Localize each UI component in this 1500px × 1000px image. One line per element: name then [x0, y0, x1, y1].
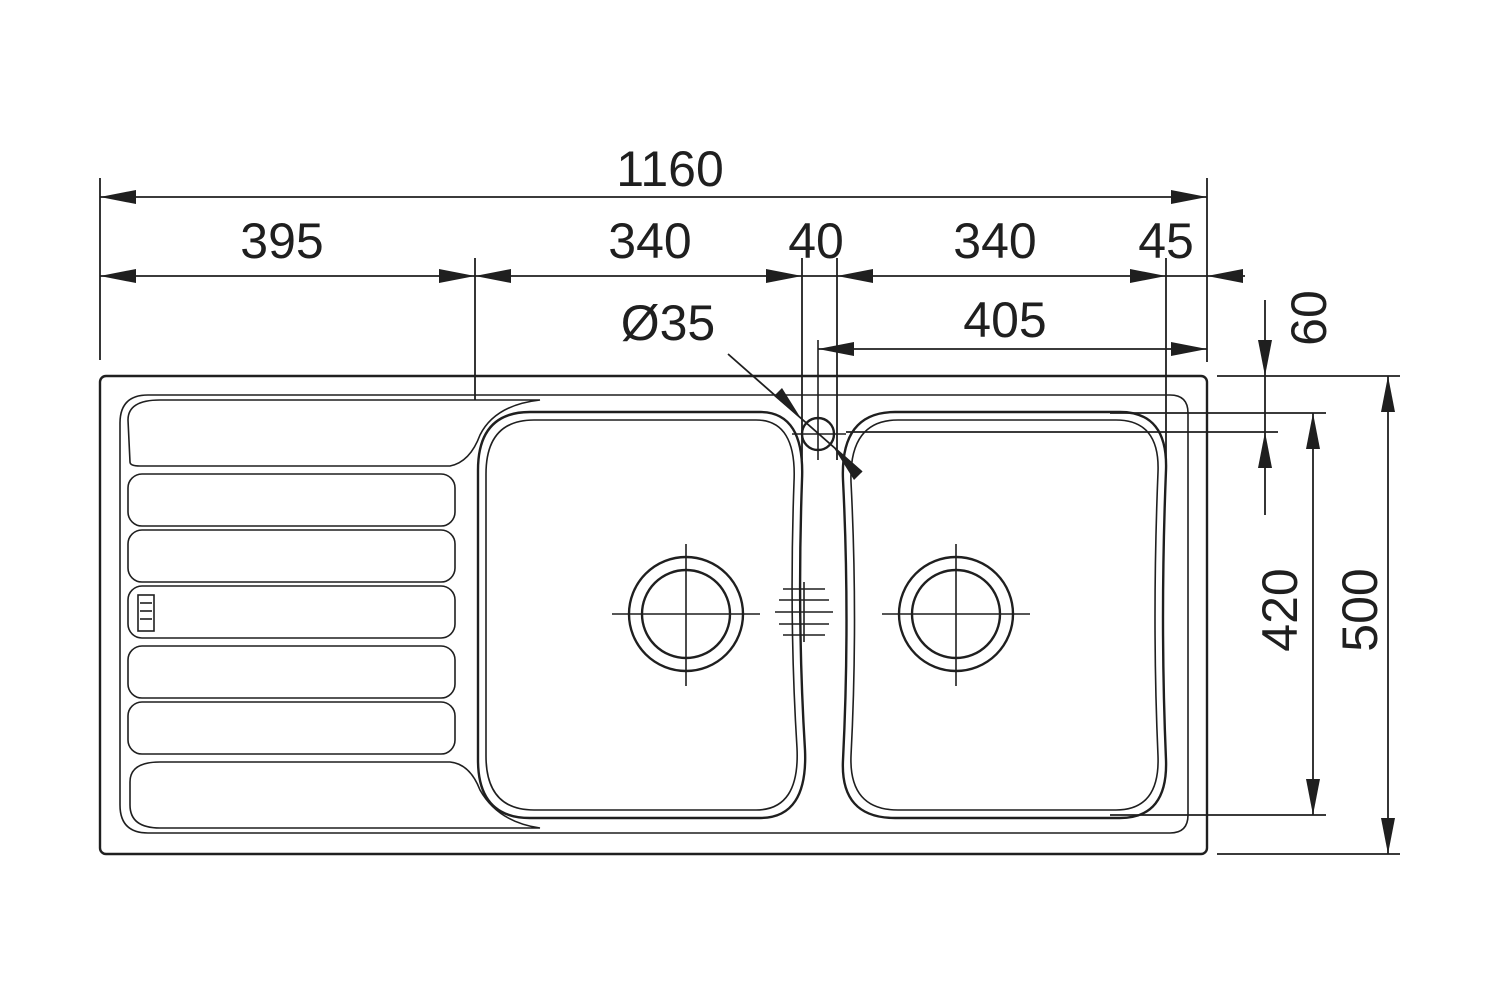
- dimension-tap-diameter: Ø35: [621, 295, 863, 480]
- dimension-label-overall-width: 1160: [616, 141, 724, 197]
- drain-right: [882, 544, 1030, 686]
- dimension-label-drainer: 395: [240, 213, 323, 269]
- dimension-label-bowl-depth: 420: [1252, 568, 1308, 651]
- overflow-slot-left: [137, 594, 155, 632]
- dimension-label-overall-depth: 500: [1332, 568, 1388, 651]
- dimension-row-2: 395 340 40 340 45: [100, 213, 1245, 283]
- bowl-left: [476, 410, 807, 820]
- dimension-60: 60: [1258, 290, 1337, 515]
- drainer-grooves: [127, 473, 456, 755]
- dimension-label-bowl-right: 340: [953, 213, 1036, 269]
- tap-hole: [792, 340, 846, 460]
- dimension-label-bowl-left: 340: [608, 213, 691, 269]
- dimension-500: 500: [1332, 376, 1395, 854]
- dimension-1160: 1160: [100, 141, 1207, 204]
- dimension-420: 420: [1252, 413, 1320, 815]
- overflow-grill: [775, 582, 833, 642]
- dimension-label-tap-to-edge: 405: [963, 292, 1046, 348]
- dimension-405: 405: [818, 292, 1207, 356]
- bowl-right: [841, 410, 1168, 820]
- vertical-extension-lines: [846, 375, 1400, 855]
- dimension-label-bowl-gap: 40: [788, 213, 844, 269]
- dimension-label-right-edge: 45: [1138, 213, 1194, 269]
- extension-lines: [99, 178, 1208, 462]
- dimension-label-tap-diameter: Ø35: [621, 295, 716, 351]
- sink-outline: [98, 374, 1209, 856]
- drain-left: [612, 544, 760, 686]
- dimension-label-top-edge: 60: [1281, 290, 1337, 346]
